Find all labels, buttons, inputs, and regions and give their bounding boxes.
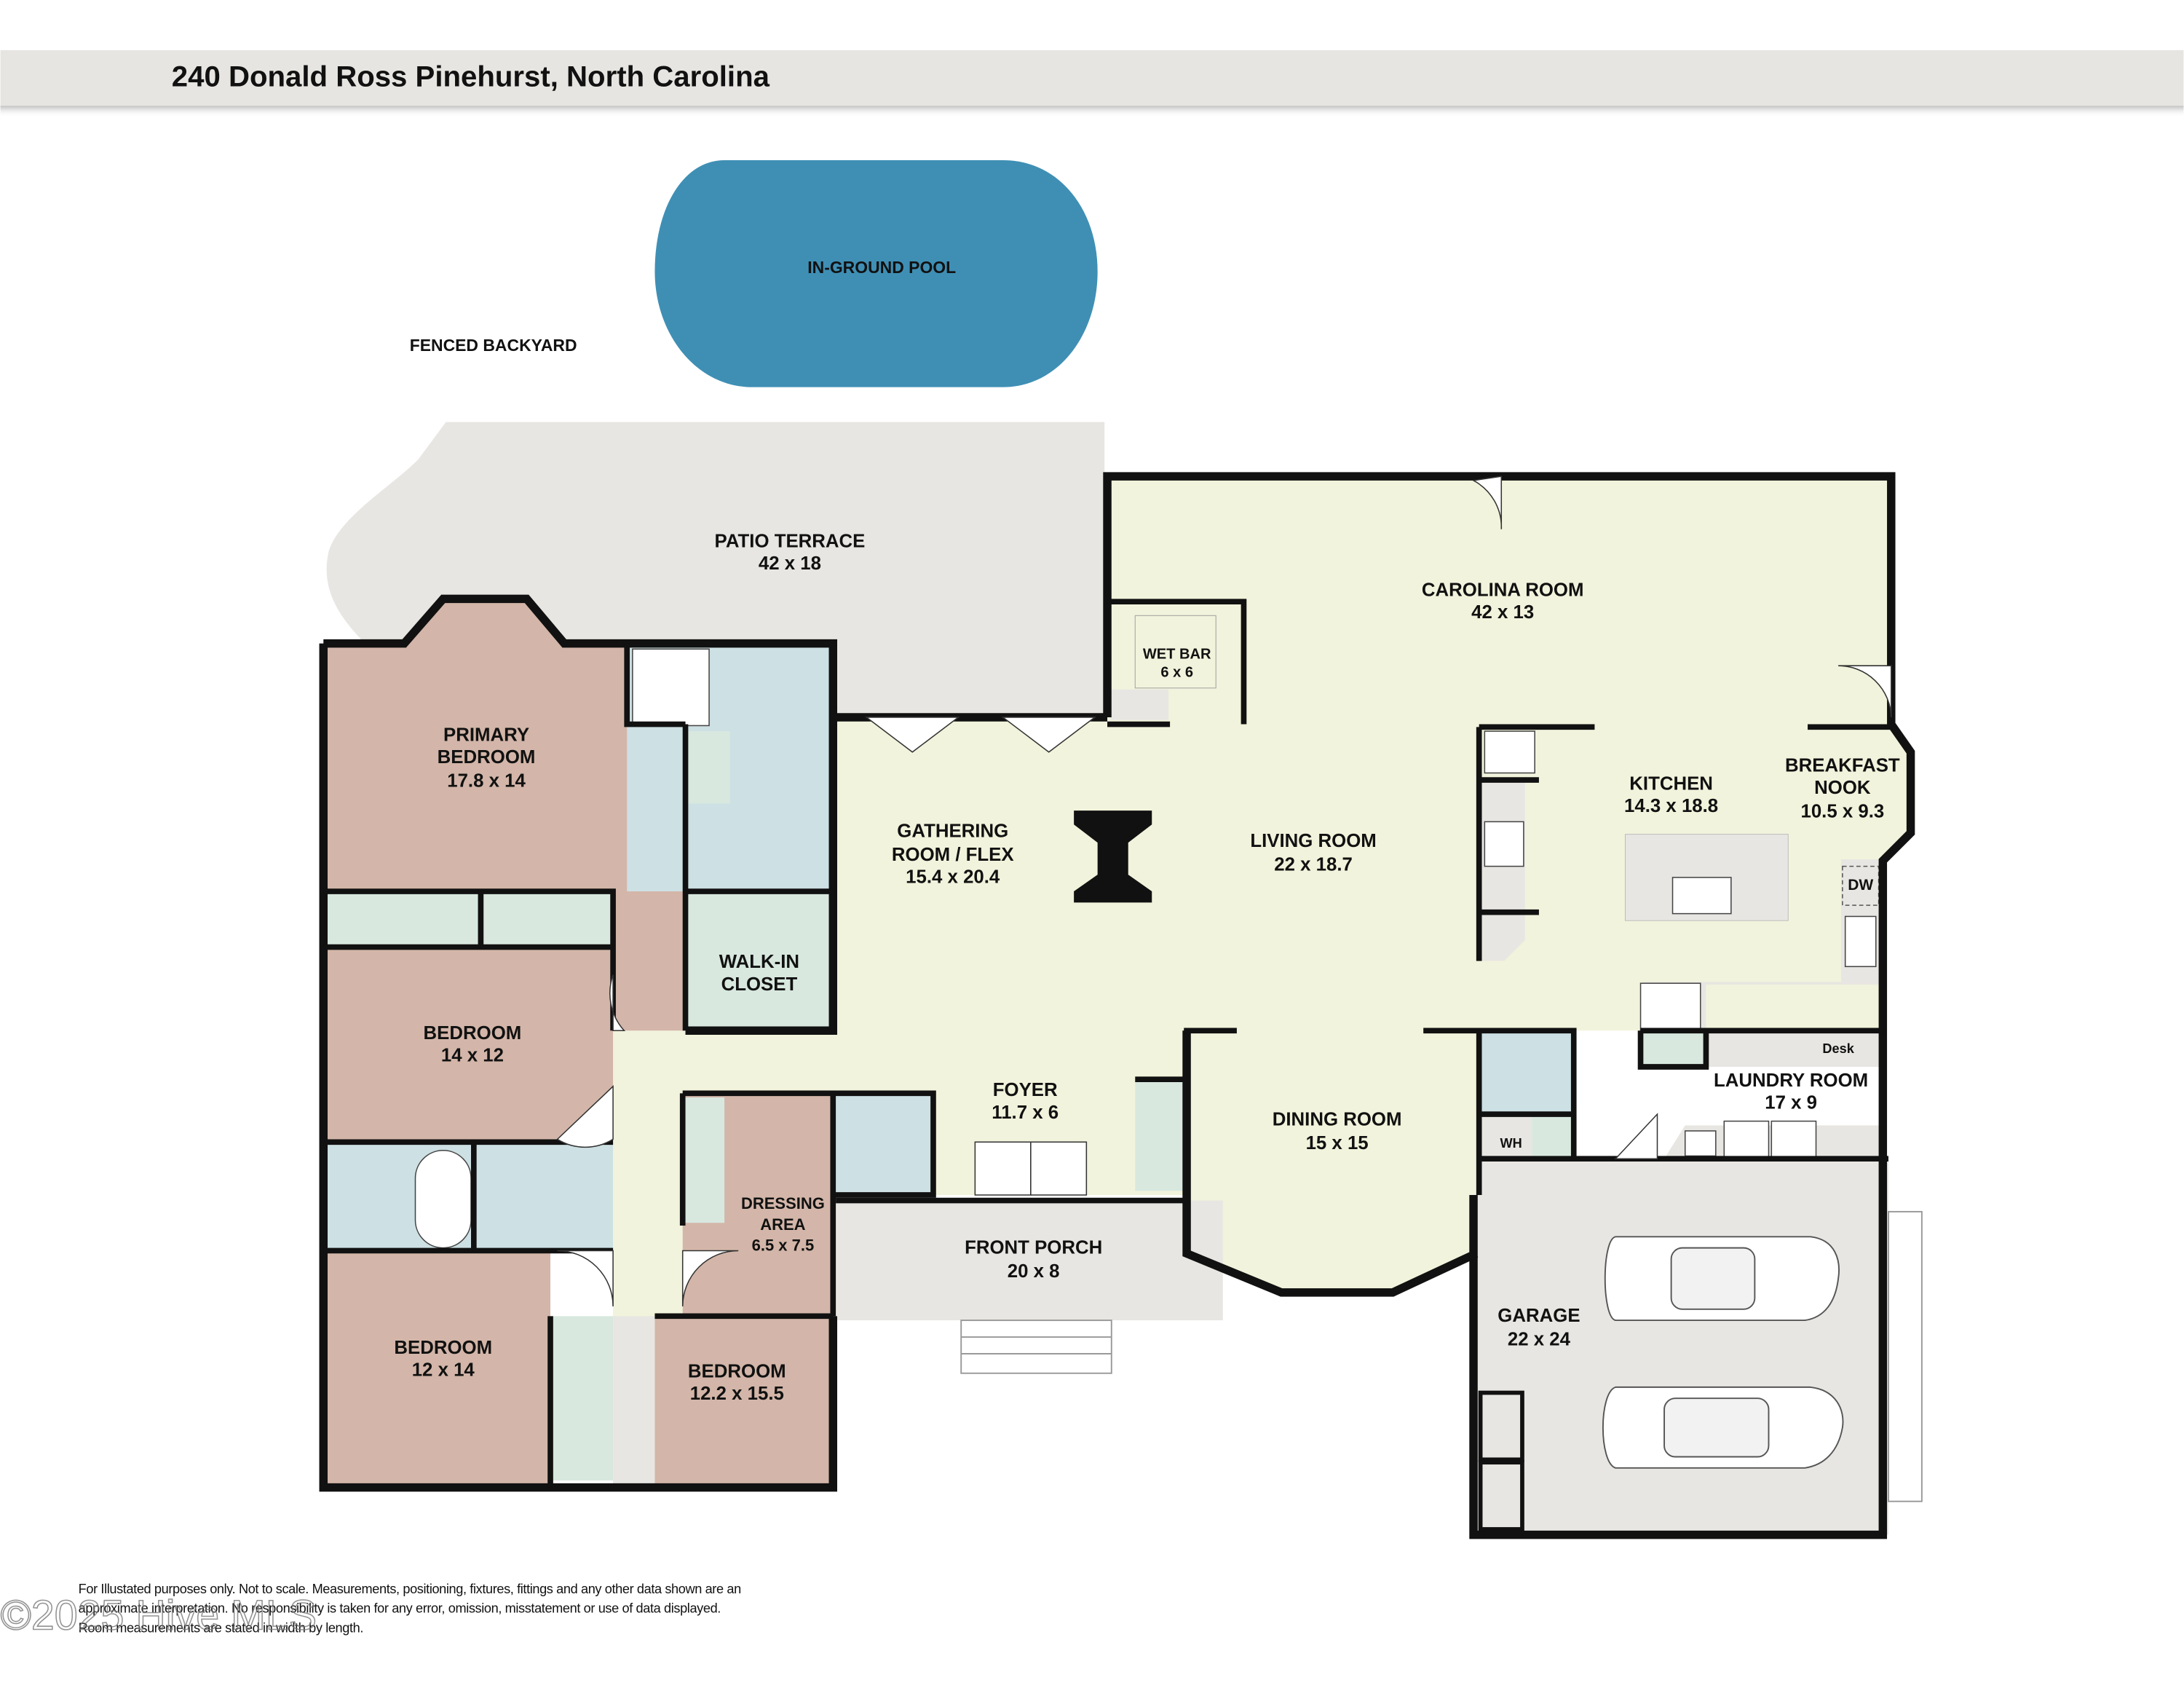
living-label: LIVING ROOM (1250, 831, 1376, 851)
car-icon (1604, 1236, 1840, 1322)
pool-label: IN-GROUND POOL (807, 258, 956, 277)
bedroom-a (323, 947, 614, 1143)
carolina-label: CAROLINA ROOM (1422, 580, 1584, 601)
pool (654, 159, 1098, 387)
front-porch (836, 1200, 1223, 1321)
powder-room (1479, 1030, 1574, 1115)
gathering-label: GATHERING (897, 821, 1008, 841)
walk-in-label-2: CLOSET (721, 974, 798, 995)
disclaimer-line-1: For Illustated purposes only. Not to sca… (79, 1582, 741, 1596)
dressing-dims: 6.5 x 7.5 (752, 1236, 815, 1254)
page-title: 240 Donald Ross Pinehurst, North Carolin… (172, 60, 770, 93)
laundry-label: LAUNDRY ROOM (1714, 1070, 1868, 1091)
breakfast-label: BREAKFAST (1785, 756, 1900, 776)
half-bath (833, 1093, 933, 1195)
primary-bedroom-label-2: BEDROOM (438, 747, 536, 768)
garage-label: GARAGE (1497, 1306, 1580, 1326)
dining-dims: 15 x 15 (1306, 1133, 1369, 1153)
kitchen-label: KITCHEN (1629, 773, 1713, 794)
patio-dims: 42 x 18 (759, 553, 821, 574)
dressing-label: DRESSING (741, 1194, 825, 1212)
watermark: ©2025 Hive MLS (1, 1593, 317, 1639)
bedroom-b-label: BEDROOM (394, 1338, 492, 1358)
bedroom-c (654, 1316, 834, 1488)
backyard-label: FENCED BACKYARD (410, 336, 577, 355)
breakfast-label-2: NOOK (1814, 778, 1871, 798)
primary-bedroom-label: PRIMARY (443, 725, 529, 745)
bedroom-a-label: BEDROOM (424, 1023, 522, 1044)
foyer-dims: 11.7 x 6 (992, 1103, 1059, 1123)
dishwasher-label: DW (1848, 877, 1873, 894)
desk-label: Desk (1822, 1041, 1854, 1056)
disclaimer-line-2: approximate interpretation. No responsib… (79, 1601, 721, 1616)
garage (1476, 1159, 1888, 1535)
primary-bedroom-dims: 17.8 x 14 (447, 771, 526, 792)
bedroom-b-dims: 12 x 14 (412, 1360, 475, 1381)
carolina-dims: 42 x 13 (1471, 602, 1534, 623)
primary-bedroom (323, 599, 686, 1031)
patio-name: PATIO TERRACE (715, 532, 866, 552)
porch-dims: 20 x 8 (1008, 1261, 1060, 1282)
disclaimer-line-3: Room measurements are stated in width by… (79, 1620, 363, 1635)
foyer-label: FOYER (993, 1080, 1058, 1100)
bedroom-b (323, 1250, 551, 1488)
breakfast-dims: 10.5 x 9.3 (1800, 802, 1884, 822)
laundry-dims: 17 x 9 (1765, 1092, 1817, 1113)
porch-label: FRONT PORCH (965, 1237, 1102, 1258)
wet-bar-label: WET BAR (1143, 647, 1211, 663)
fireplace-icon (1074, 811, 1152, 903)
walk-in-label: WALK-IN (719, 952, 799, 972)
doors (556, 476, 1892, 1306)
car-icon (1602, 1386, 1844, 1469)
bedroom-c-dims: 12.2 x 15.5 (690, 1384, 784, 1404)
gathering-label-2: ROOM / FLEX (892, 845, 1014, 865)
bedroom-a-dims: 14 x 12 (441, 1045, 504, 1065)
kitchen-dims: 14.3 x 18.8 (1624, 796, 1718, 816)
dining-label: DINING ROOM (1273, 1109, 1402, 1129)
living-area (613, 476, 1911, 1317)
patio-terrace (326, 422, 1105, 717)
bedroom-c-label: BEDROOM (688, 1362, 786, 1382)
header-bar (0, 50, 2184, 106)
garage-dims: 22 x 24 (1508, 1330, 1571, 1350)
room-labels: PRIMARY BEDROOM 17.8 x 14 BEDROOM 14 x 1… (394, 580, 1900, 1405)
gathering-dims: 15.4 x 20.4 (906, 867, 1000, 888)
living-dims: 22 x 18.7 (1274, 854, 1353, 875)
dressing-label-2: AREA (760, 1215, 805, 1234)
walk-in-closet (685, 891, 834, 1031)
wet-bar-dims: 6 x 6 (1160, 664, 1193, 680)
water-heater-label: WH (1500, 1136, 1522, 1151)
